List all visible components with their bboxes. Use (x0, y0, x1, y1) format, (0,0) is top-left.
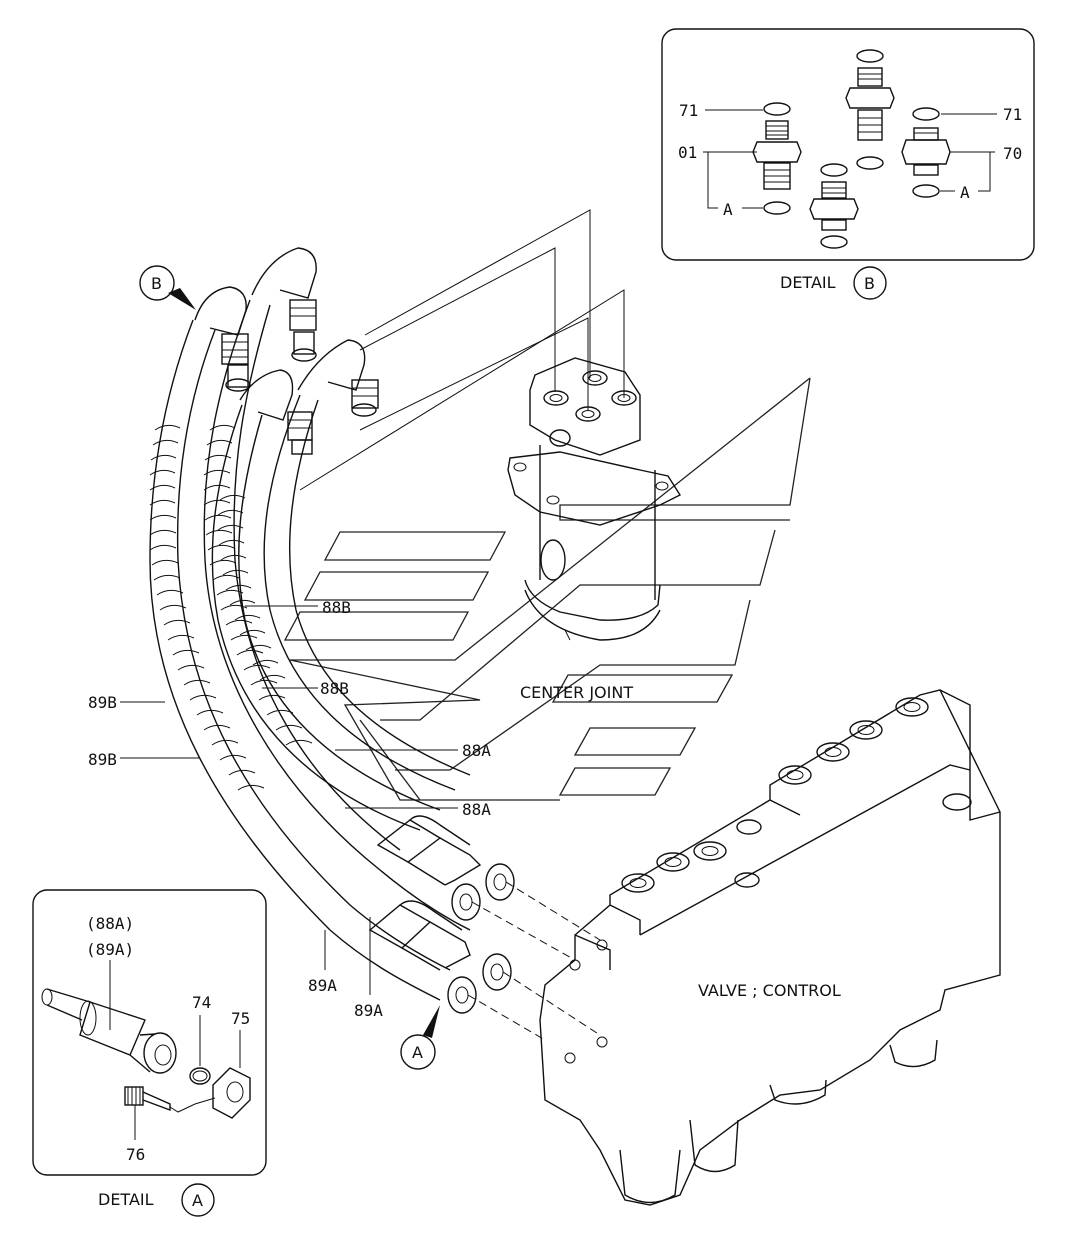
connection-line-3 (299, 289, 625, 491)
fitting-01 (752, 102, 802, 215)
label-76: 76 (126, 1145, 145, 1164)
center-joint (507, 357, 682, 641)
watermark-logo (283, 377, 811, 801)
hose-end-fittings-b (194, 247, 379, 455)
detail-b-caption: DETAIL (780, 273, 836, 292)
label-74: 74 (192, 993, 211, 1012)
hose-bundle (149, 299, 601, 1041)
label-89a-right: 89A (354, 1001, 383, 1020)
callout-a: A (400, 1005, 440, 1070)
valve-port-caps (621, 697, 972, 893)
connection-line-1 (364, 209, 591, 378)
detail-b-callout-circle (853, 266, 887, 300)
connection-line-4 (359, 317, 589, 431)
center-joint-label: CENTER JOINT (520, 683, 633, 702)
o-ring-74 (189, 1067, 211, 1085)
label-88b-lower: 88B (320, 679, 349, 698)
label-71-left: 71 (679, 101, 698, 120)
label-89a-left: 89A (308, 976, 337, 995)
label-a-left: A (723, 200, 733, 219)
detail-a-caption: DETAIL (98, 1190, 154, 1209)
callout-a-letter: A (412, 1043, 423, 1062)
fitting-bottom (809, 163, 859, 249)
bolt-76 (124, 1086, 144, 1106)
detail-b-callout-letter: B (864, 274, 875, 293)
label-70: 70 (1003, 144, 1022, 163)
connection-line-2 (359, 247, 556, 392)
label-89b-lower: 89B (88, 750, 117, 769)
fitting-70 (901, 107, 951, 198)
valve-control-label: VALVE ; CONTROL (698, 981, 841, 1000)
callout-b-letter: B (151, 274, 162, 293)
fitting-top (845, 49, 895, 170)
control-valve (539, 689, 1001, 1206)
hose-end-fittings-a (368, 815, 601, 1041)
hose-labels: 88B 88B 89B 89B 88A 88A 89A 89A (88, 598, 491, 1020)
detail-a-callout-letter: A (192, 1191, 203, 1210)
spiral-guard (149, 424, 313, 791)
label-88a-upper: 88A (462, 741, 491, 760)
callout-b: B (139, 265, 196, 310)
label-88a-lower: 88A (462, 800, 491, 819)
label-88a-paren: (88A) (86, 914, 134, 933)
label-89b-upper: 89B (88, 693, 117, 712)
detail-b-panel: 71 01 A 71 70 A (661, 28, 1035, 261)
label-89a-paren: (89A) (86, 940, 134, 959)
label-88b-upper: 88B (322, 598, 351, 617)
label-01: 01 (678, 143, 697, 162)
detail-a-callout-circle (181, 1183, 215, 1217)
detail-a-panel: (88A) (89A) 74 75 76 (32, 889, 267, 1176)
label-a-right: A (960, 183, 970, 202)
label-71-right: 71 (1003, 105, 1022, 124)
label-75: 75 (231, 1009, 250, 1028)
split-flange-75 (212, 1067, 251, 1119)
